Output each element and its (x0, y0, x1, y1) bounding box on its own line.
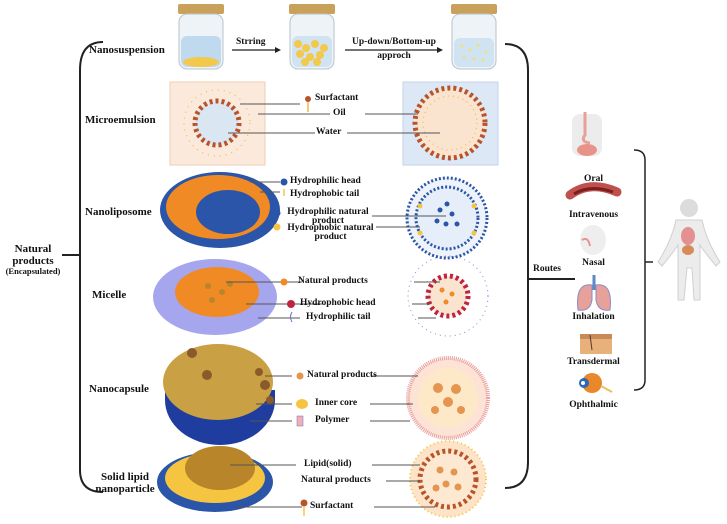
label-natural-products: Natural products (301, 475, 371, 485)
right-bracket (504, 43, 529, 489)
skin-layers-icon (580, 334, 612, 354)
nanocapsule-cross-section (406, 356, 490, 440)
label-hydrophobic-head: Hydrophobic head (300, 298, 376, 308)
label-hydrophobic-natural-product: Hydrophobic natural product (287, 223, 374, 243)
nanoliposome-cross-section (405, 176, 489, 260)
routes-title: Routes (533, 264, 561, 274)
label-hydrophilic-head: Hydrophilic head (290, 176, 361, 186)
route-inhalation: Inhalation (572, 312, 615, 322)
label-surfactant: Surfactant (310, 501, 354, 511)
label-natural-products: Natural products (298, 276, 368, 286)
label-inner-core: Inner core (315, 398, 358, 408)
microemulsion-droplet (183, 89, 251, 157)
root-title: Natural products (Encapsulated) (5, 243, 61, 277)
carrier-solid-lipid-nanoparticle: Solid lipid nanoparticle (95, 471, 155, 496)
label-hydrophilic-natural-product: Hydrophilic natural product (287, 207, 369, 227)
route-ophthalmic: Ophthalmic (569, 400, 618, 410)
jar-icon (289, 4, 335, 70)
eye-icon (579, 373, 613, 393)
label-oil: Oil (333, 108, 346, 118)
label-hydrophobic-tail: Hydrophobic tail (290, 189, 360, 199)
carrier-nanoliposome: Nanoliposome (85, 206, 152, 218)
label-hydrophilic-tail: Hydrophilic tail (306, 312, 371, 322)
left-bracket (79, 41, 104, 493)
blood-vessel-icon (565, 182, 622, 200)
microemulsion-inverse-droplet (412, 85, 488, 161)
label-water: Water (316, 127, 342, 137)
carrier-micelle: Micelle (92, 289, 127, 301)
label-lipid-solid: Lipid(solid) (304, 459, 352, 469)
digestive-system-icon (572, 112, 602, 156)
label-surfactant: Surfactant (315, 93, 359, 103)
label-natural-products: Natural products (307, 370, 377, 380)
routes-bracket (633, 149, 646, 391)
jar-icon (451, 4, 497, 70)
solid-lipid-nanoparticle-cutaway (157, 446, 273, 512)
step-stirring: Strring (236, 37, 266, 47)
route-intravenous: Intravenous (568, 210, 619, 220)
carrier-microemulsion: Microemulsion (85, 114, 156, 126)
lungs-icon (577, 275, 611, 311)
jar-icon (178, 4, 224, 70)
micelle-cross-section (407, 255, 489, 337)
solid-lipid-nanoparticle-cross-section (409, 440, 487, 518)
carrier-nanocapsule: Nanocapsule (89, 383, 149, 395)
label-polymer: Polymer (315, 415, 350, 425)
nanoliposome-cutaway (160, 172, 280, 248)
nasal-head-icon (580, 225, 606, 255)
route-oral: Oral (584, 174, 603, 184)
route-nasal: Nasal (582, 258, 605, 268)
route-transdermal: Transdermal (567, 357, 620, 367)
nanocapsule-cutaway (163, 344, 275, 445)
step-approach: Up-down/Bottom-up approch (352, 37, 436, 62)
carrier-nanosuspension: Nanosuspension (89, 44, 165, 56)
human-body-icon (657, 199, 721, 301)
micelle-cutaway (153, 259, 277, 335)
